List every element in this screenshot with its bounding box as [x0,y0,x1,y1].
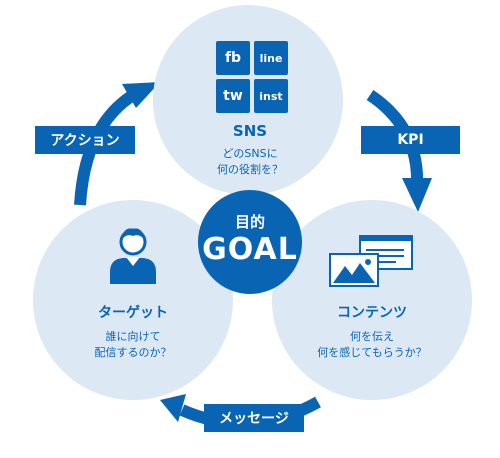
sns-desc-line2: 何の役割を？ [217,163,283,176]
inst-tile: inst [254,79,288,113]
fb-tile: fb [216,41,250,75]
sns-desc-line1: どのSNSに [222,147,278,160]
tw-tile: tw [216,79,250,113]
goal-big-label: GOAL [202,232,298,267]
contents-desc-line1: 何を伝え [350,330,394,343]
goal-circle: 目的 GOAL [198,190,302,294]
contents-title: コンテンツ [337,305,407,321]
contents-desc-line2: 何を感じてもらうか？ [317,346,427,359]
action-label: アクション [35,126,135,154]
sns-title: SNS [232,122,268,140]
target-title: ターゲット [98,305,168,321]
goal-small-label: 目的 [234,213,265,231]
arrowhead-action [122,82,160,108]
target-desc-line1: 誰に向けて [105,330,161,343]
message-label: メッセージ [204,404,304,432]
line-tile: line [254,41,288,75]
kpi-label: KPI [361,126,460,154]
target-desc-line2: 配信するのか？ [94,346,172,359]
arrowhead-message [160,394,186,422]
arrowhead-kpi [402,178,432,212]
contents-circle [272,200,472,400]
